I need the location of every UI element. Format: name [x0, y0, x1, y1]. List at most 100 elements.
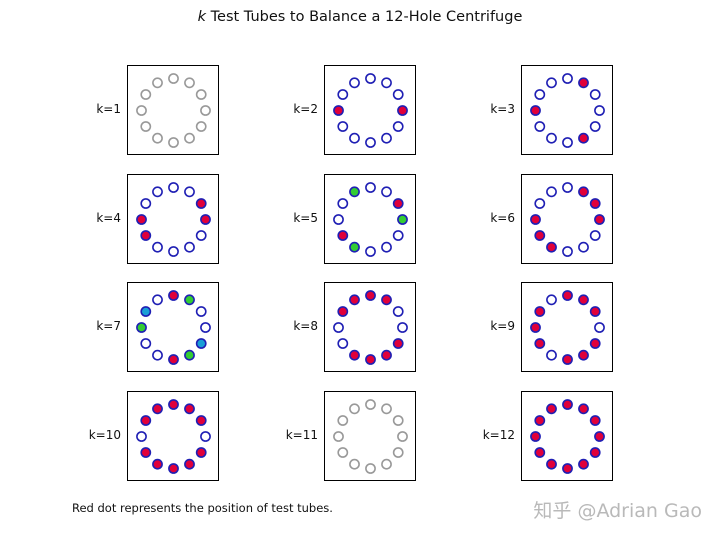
tube-red: [530, 105, 541, 116]
title-k: k: [197, 9, 207, 25]
tube-red: [578, 349, 589, 361]
tube-red: [136, 214, 147, 225]
k-label: k=4: [96, 211, 121, 225]
empty-hole: [136, 431, 147, 442]
empty-hole: [397, 322, 408, 333]
rotor-panel: [521, 174, 613, 264]
tube-red: [534, 230, 546, 241]
rotor-diagram: [333, 73, 408, 148]
rotor-panel: [127, 174, 219, 264]
k-label: k=3: [490, 102, 515, 116]
empty-hole: [333, 322, 344, 333]
empty-hole: [397, 431, 408, 442]
rotor-panel: [324, 391, 416, 481]
rotor-panel: [521, 282, 613, 372]
empty-hole: [546, 294, 557, 306]
empty-hole: [562, 182, 573, 193]
empty-hole: [152, 132, 163, 144]
empty-hole: [392, 306, 404, 317]
tube-red: [594, 214, 605, 225]
empty-hole: [337, 121, 349, 132]
tube-red: [578, 403, 589, 415]
tube-blue: [195, 338, 207, 349]
rotor-diagram: [333, 399, 408, 474]
tube-red: [594, 431, 605, 442]
empty-hole: [546, 349, 557, 361]
tube-red: [397, 105, 408, 116]
empty-hole: [349, 458, 360, 470]
empty-hole: [381, 241, 392, 253]
tube-red: [195, 415, 207, 426]
tube-red: [140, 230, 152, 241]
empty-hole: [168, 73, 179, 84]
rotor-panel: [521, 65, 613, 155]
tube-red: [184, 403, 195, 415]
empty-hole: [152, 186, 163, 198]
tube-red: [530, 322, 541, 333]
tube-red: [337, 230, 349, 241]
tube-red: [578, 458, 589, 470]
k-label: k=11: [285, 428, 318, 442]
rotor-diagram: [530, 399, 605, 474]
tube-red: [534, 447, 546, 458]
rotor-diagram: [333, 182, 408, 257]
empty-hole: [140, 121, 152, 132]
tube-green: [349, 186, 360, 198]
empty-hole: [365, 137, 376, 148]
tube-red: [168, 399, 179, 410]
empty-hole: [333, 214, 344, 225]
empty-hole: [349, 77, 360, 89]
tube-red: [333, 105, 344, 116]
empty-hole: [152, 349, 163, 361]
empty-hole: [200, 431, 211, 442]
rotor-panel: [127, 65, 219, 155]
tube-green: [136, 322, 147, 333]
empty-hole: [562, 246, 573, 257]
empty-hole: [349, 132, 360, 144]
tube-red: [578, 77, 589, 89]
empty-hole: [152, 77, 163, 89]
empty-hole: [381, 186, 392, 198]
empty-hole: [381, 458, 392, 470]
k-label: k=6: [490, 211, 515, 225]
empty-hole: [184, 186, 195, 198]
rotor-diagram: [530, 290, 605, 365]
empty-hole: [365, 73, 376, 84]
empty-hole: [140, 89, 152, 100]
tube-red: [365, 354, 376, 365]
empty-hole: [168, 182, 179, 193]
tube-red: [200, 214, 211, 225]
empty-hole: [381, 403, 392, 415]
tube-red: [562, 354, 573, 365]
tube-red: [140, 415, 152, 426]
tube-red: [337, 306, 349, 317]
tube-red: [530, 214, 541, 225]
empty-hole: [546, 186, 557, 198]
empty-hole: [381, 132, 392, 144]
tube-red: [152, 403, 163, 415]
empty-hole: [392, 230, 404, 241]
empty-hole: [392, 89, 404, 100]
tube-red: [578, 294, 589, 306]
rotor-panel: [127, 391, 219, 481]
empty-hole: [184, 77, 195, 89]
empty-hole: [140, 338, 152, 349]
watermark: 知乎 @Adrian Gao: [533, 500, 702, 522]
tube-green: [349, 241, 360, 253]
empty-hole: [200, 322, 211, 333]
tube-red: [184, 458, 195, 470]
empty-hole: [184, 241, 195, 253]
tube-green: [184, 349, 195, 361]
tube-red: [168, 354, 179, 365]
rotor-diagram: [136, 73, 211, 148]
rotor-diagram: [530, 73, 605, 148]
empty-hole: [140, 198, 152, 209]
empty-hole: [392, 415, 404, 426]
rotor-panel: [521, 391, 613, 481]
empty-hole: [534, 89, 546, 100]
tube-red: [546, 241, 557, 253]
footnote: Red dot represents the position of test …: [72, 501, 333, 515]
tube-red: [589, 415, 601, 426]
tube-red: [152, 458, 163, 470]
empty-hole: [337, 415, 349, 426]
